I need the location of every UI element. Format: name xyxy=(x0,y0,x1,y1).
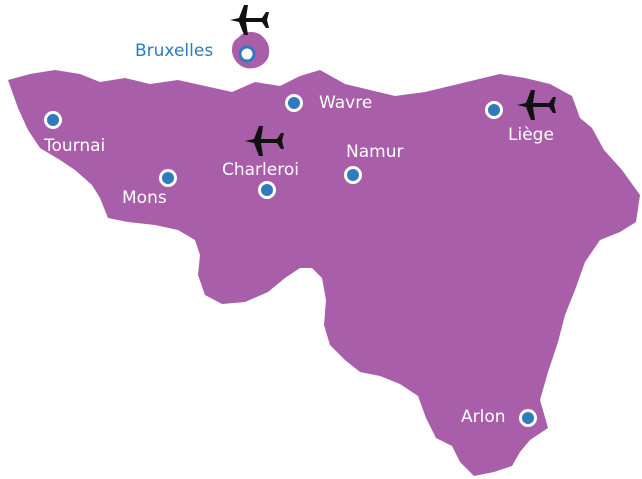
airplane-icon xyxy=(517,90,556,120)
city-label-wavre: Wavre xyxy=(319,93,373,113)
city-dot-namur xyxy=(344,166,362,184)
city-label-arlon: Arlon xyxy=(461,407,506,427)
city-label-tournai: Tournai xyxy=(44,136,106,156)
city-label-liege: Liège xyxy=(508,125,554,145)
city-label-bruxelles: Bruxelles xyxy=(135,41,214,61)
city-dot-charleroi xyxy=(258,181,276,199)
city-dot-liege xyxy=(485,101,503,119)
city-label-mons: Mons xyxy=(122,188,167,208)
city-dot-bruxelles xyxy=(238,45,256,63)
airplane-icon xyxy=(245,126,284,156)
city-label-charleroi: Charleroi xyxy=(222,160,299,180)
city-dot-tournai xyxy=(44,111,62,129)
city-label-namur: Namur xyxy=(346,142,404,162)
city-dot-wavre xyxy=(285,94,303,112)
airplane-icon xyxy=(230,5,269,35)
city-dot-arlon xyxy=(519,409,537,427)
city-dot-mons xyxy=(159,169,177,187)
